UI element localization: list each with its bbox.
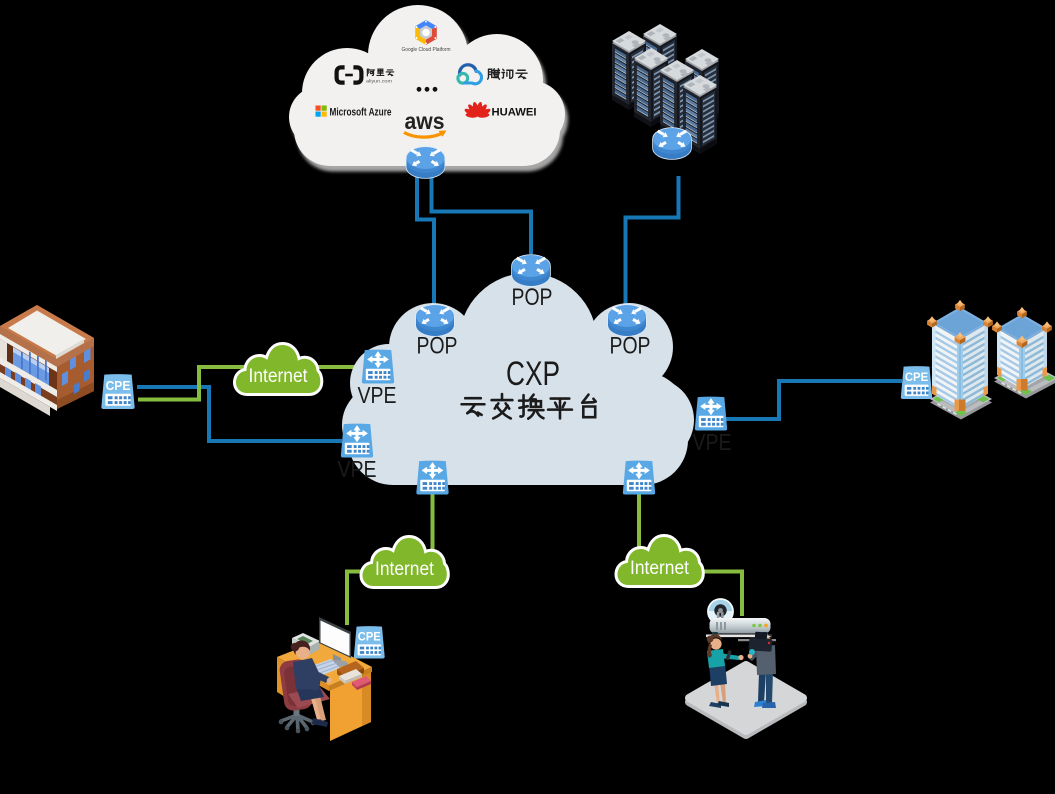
- svg-text:Microsoft Azure: Microsoft Azure: [330, 106, 392, 118]
- svg-text:POP: POP: [512, 284, 553, 311]
- svg-text:POP: POP: [417, 333, 458, 360]
- svg-text:HUAWEI: HUAWEI: [492, 107, 537, 119]
- svg-text:aws: aws: [405, 108, 445, 134]
- svg-text:VPE: VPE: [338, 456, 377, 482]
- svg-text:VPE: VPE: [693, 429, 732, 455]
- svg-text:CXP: CXP: [506, 355, 560, 393]
- svg-text:POP: POP: [610, 333, 651, 360]
- svg-text:Google Cloud Platform: Google Cloud Platform: [402, 47, 451, 53]
- svg-text:VPE: VPE: [358, 382, 397, 408]
- svg-text:aliyun.com: aliyun.com: [366, 78, 392, 83]
